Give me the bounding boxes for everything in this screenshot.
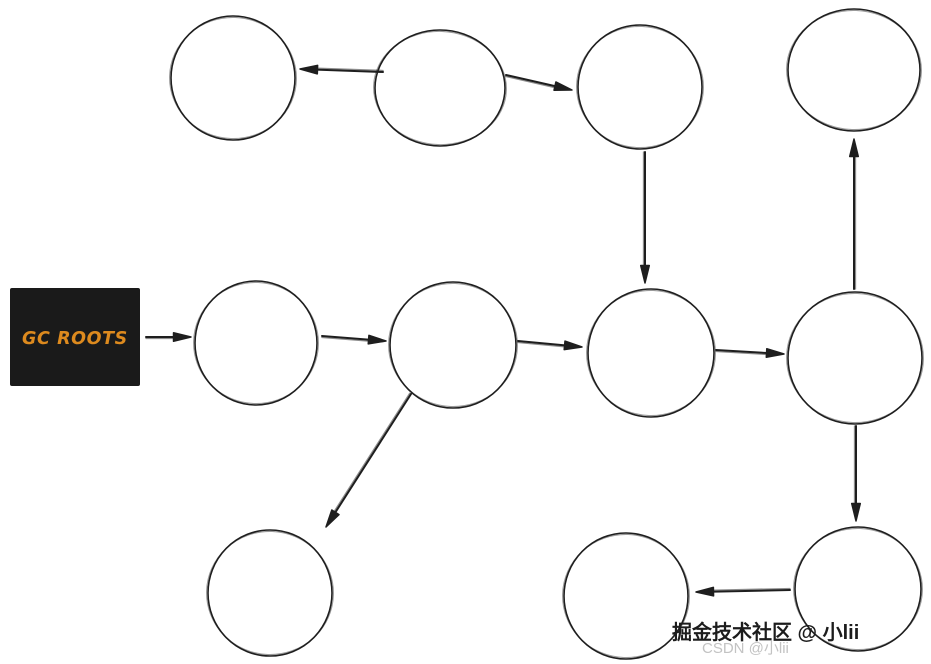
node-circle-sketch xyxy=(169,16,297,140)
node-circle-sketch xyxy=(586,289,716,417)
edge-line-sketch xyxy=(708,587,791,591)
edge-arrowhead xyxy=(299,64,319,75)
graph-edge-mid1-to-mid2 xyxy=(321,334,387,345)
node-circle-sketch xyxy=(793,527,923,651)
graph-edge-top3-to-mid3 xyxy=(639,151,651,284)
node-circle-sketch xyxy=(206,530,334,656)
edge-arrowhead xyxy=(848,138,860,158)
node-circle xyxy=(794,526,922,652)
watermark-line1: 掘金技术社区 @ 小lii xyxy=(672,622,860,644)
graph-node-mid-1 xyxy=(193,280,319,406)
graph-node-mid-2 xyxy=(388,281,518,409)
node-circle-sketch xyxy=(786,292,924,424)
edge-arrowhead xyxy=(850,502,862,522)
graph-node-bottom-1 xyxy=(206,529,334,657)
node-circle xyxy=(787,8,921,132)
graph-edge-mid4-to-bottom3 xyxy=(850,425,862,522)
node-circle xyxy=(194,280,318,406)
graph-node-top-1 xyxy=(169,15,297,141)
graph-edge-mid4-to-top4 xyxy=(848,138,860,290)
edge-line-sketch xyxy=(517,341,570,348)
edge-arrowhead xyxy=(639,264,651,284)
node-circle-sketch xyxy=(388,282,518,408)
edge-line xyxy=(311,68,384,73)
node-circle-sketch xyxy=(576,25,704,149)
graph-node-top-4 xyxy=(786,8,922,132)
edge-line-sketch xyxy=(331,392,411,516)
node-circle xyxy=(787,291,923,425)
edge-arrowhead xyxy=(325,509,340,528)
node-circle xyxy=(207,529,333,657)
edge-line xyxy=(321,335,375,341)
watermark-line2: CSDN @小lii xyxy=(702,640,789,657)
edge-line-sketch xyxy=(715,350,772,356)
edge-arrowhead xyxy=(695,586,715,597)
node-circle xyxy=(587,288,715,418)
edge-arrowhead xyxy=(553,81,573,92)
edge-line-sketch xyxy=(505,75,560,90)
graph-edge-bottom3-to-bottom2 xyxy=(695,586,791,597)
edge-line-sketch xyxy=(321,336,374,343)
gc-roots-label: GC ROOTS xyxy=(22,329,128,349)
graph-node-bottom-2 xyxy=(562,532,690,660)
graph-edge-top2-to-top3 xyxy=(505,74,573,92)
node-circle xyxy=(389,281,517,409)
edge-line xyxy=(715,349,773,355)
nodes-layer xyxy=(169,8,924,660)
gc-roots-rect xyxy=(10,288,140,386)
node-circle xyxy=(374,29,506,147)
edge-line xyxy=(517,340,571,347)
node-circle-sketch xyxy=(373,30,507,146)
edges-layer xyxy=(145,64,862,597)
node-circle xyxy=(563,532,689,660)
node-circle-sketch xyxy=(193,281,319,405)
edge-arrowhead xyxy=(765,347,785,358)
edge-arrowhead xyxy=(563,340,583,351)
edge-line xyxy=(332,393,412,518)
graph-edge-mid2-to-mid3 xyxy=(517,340,583,351)
graph-edge-gcroots-to-mid1 xyxy=(145,331,192,343)
gc-roots-box: GC ROOTS xyxy=(10,288,140,386)
graph-node-bottom-3 xyxy=(793,526,923,652)
edge-line xyxy=(707,589,791,593)
graph-edge-mid3-to-mid4 xyxy=(715,347,785,358)
edge-arrowhead xyxy=(367,334,387,345)
node-circle-sketch xyxy=(786,9,922,131)
graph-edge-mid2-to-bottom1 xyxy=(325,392,412,528)
graph-node-mid-4 xyxy=(786,291,924,425)
edge-line-sketch xyxy=(312,67,384,72)
node-circle xyxy=(577,24,703,150)
edge-arrowhead xyxy=(172,331,192,343)
edge-line xyxy=(505,74,561,89)
graph-node-top-2 xyxy=(373,29,507,147)
node-circle xyxy=(170,15,296,141)
node-circle-sketch xyxy=(562,533,690,659)
graph-edge-top2-to-top1 xyxy=(299,64,384,75)
graph-node-mid-3 xyxy=(586,288,716,418)
graph-node-top-3 xyxy=(576,24,704,150)
